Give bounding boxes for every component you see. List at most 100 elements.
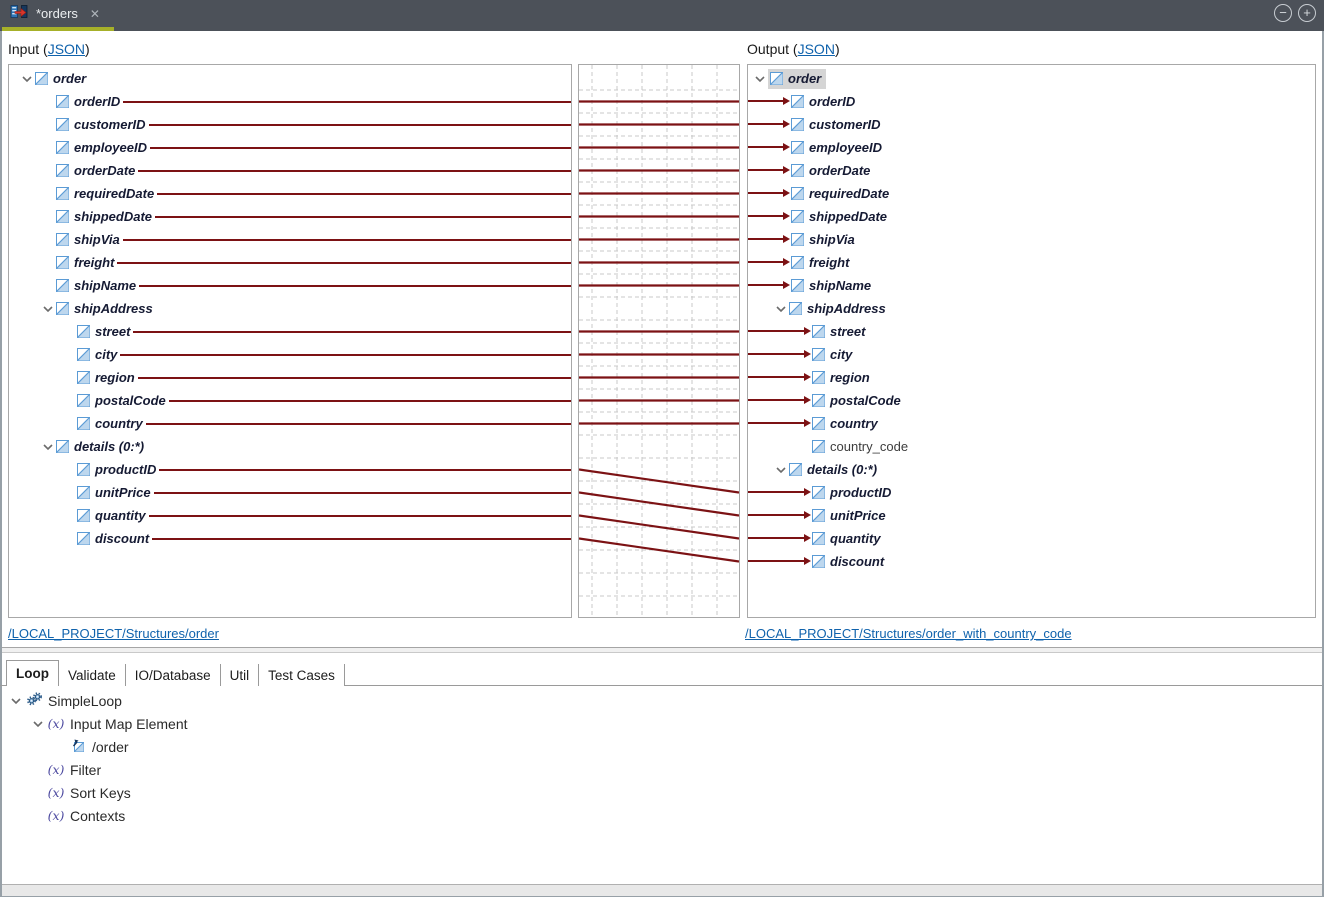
zoom-in-button[interactable]: + [1298,4,1316,22]
expand-chevron-icon[interactable] [40,297,56,320]
tab-validate[interactable]: Validate [59,664,126,686]
mapping-line[interactable] [120,353,571,356]
input-node-postalcode[interactable]: postalCode [9,389,571,412]
input-node-street[interactable]: street [9,320,571,343]
input-node-requireddate[interactable]: requiredDate [9,182,571,205]
output-node-city[interactable]: city [748,343,1315,366]
output-node-postalcode[interactable]: postalCode [748,389,1315,412]
input-node-freight[interactable]: freight [9,251,571,274]
loop-tree-node-filter[interactable]: (x)Filter [8,758,1320,781]
zoom-out-button[interactable]: − [1274,4,1292,22]
mapping-line[interactable] [152,537,571,540]
mapping-arrow[interactable] [748,159,790,182]
mapping-line[interactable] [159,468,571,471]
mapping-line[interactable] [149,146,571,149]
input-node-shipvia[interactable]: shipVia [9,228,571,251]
tab-test-cases[interactable]: Test Cases [259,664,345,686]
input-node-shippeddate[interactable]: shippedDate [9,205,571,228]
output-node-shipname[interactable]: shipName [748,274,1315,297]
input-structure-link[interactable]: /LOCAL_PROJECT/Structures/order [8,626,219,641]
output-node-shippeddate[interactable]: shippedDate [748,205,1315,228]
output-node-customerid[interactable]: customerID [748,113,1315,136]
expand-chevron-icon[interactable] [30,712,46,735]
mapping-arrow[interactable] [748,527,811,550]
output-node-orderid[interactable]: orderID [748,90,1315,113]
close-tab-icon[interactable]: ✕ [89,6,100,21]
output-node-region[interactable]: region [748,366,1315,389]
input-node-city[interactable]: city [9,343,571,366]
mapping-arrow[interactable] [748,90,790,113]
editor-tab-orders[interactable]: *orders ✕ [2,0,110,27]
output-node-quantity[interactable]: quantity [748,527,1315,550]
input-node-employeeid[interactable]: employeeID [9,136,571,159]
mapping-arrow[interactable] [748,550,811,573]
output-node-discount[interactable]: discount [748,550,1315,573]
mapping-arrow[interactable] [748,228,790,251]
output-node-shipvia[interactable]: shipVia [748,228,1315,251]
input-node-customerid[interactable]: customerID [9,113,571,136]
input-node-country[interactable]: country [9,412,571,435]
mapping-arrow[interactable] [748,320,811,343]
mapping-line[interactable] [133,330,571,333]
expand-chevron-icon[interactable] [752,67,768,90]
mapping-arrow[interactable] [748,251,790,274]
output-node-orderdate[interactable]: orderDate [748,159,1315,182]
input-node-unitprice[interactable]: unitPrice [9,481,571,504]
mapping-arrow[interactable] [748,389,811,412]
input-node-region[interactable]: region [9,366,571,389]
input-node-shipname[interactable]: shipName [9,274,571,297]
mapping-line[interactable] [578,537,740,563]
output-node-street[interactable]: street [748,320,1315,343]
tab-loop[interactable]: Loop [6,660,59,686]
mapping-line[interactable] [157,192,571,195]
mapping-line[interactable] [168,399,571,402]
expand-chevron-icon[interactable] [40,435,56,458]
expand-chevron-icon[interactable] [773,297,789,320]
input-node-orderid[interactable]: orderID [9,90,571,113]
mapping-arrow[interactable] [748,366,811,389]
input-node-order[interactable]: order [9,67,571,90]
mapping-line[interactable] [137,376,571,379]
input-node-details-0[interactable]: details (0:*) [9,435,571,458]
mapping-line[interactable] [153,491,571,494]
mapping-line[interactable] [155,215,571,218]
mapping-line[interactable] [148,123,571,126]
mapping-arrow[interactable] [748,136,790,159]
loop-tree-node-order[interactable]: /order [8,735,1320,758]
tab-io-database[interactable]: IO/Database [125,664,221,686]
input-node-quantity[interactable]: quantity [9,504,571,527]
output-json-link[interactable]: JSON [797,41,835,57]
mapping-arrow[interactable] [748,504,811,527]
input-node-discount[interactable]: discount [9,527,571,550]
output-node-shipaddress[interactable]: shipAddress [748,297,1315,320]
output-node-requireddate[interactable]: requiredDate [748,182,1315,205]
mapping-arrow[interactable] [748,481,811,504]
mapping-line[interactable] [145,422,571,425]
output-node-details-0[interactable]: details (0:*) [748,458,1315,481]
output-node-unitprice[interactable]: unitPrice [748,504,1315,527]
expand-chevron-icon[interactable] [19,67,35,90]
output-structure-link[interactable]: /LOCAL_PROJECT/Structures/order_with_cou… [745,626,1072,641]
mapping-line[interactable] [578,514,740,540]
loop-tree-node-simpleloop[interactable]: SimpleLoop [8,689,1320,712]
output-node-freight[interactable]: freight [748,251,1315,274]
expand-chevron-icon[interactable] [773,458,789,481]
mapping-arrow[interactable] [748,412,811,435]
horizontal-splitter[interactable] [2,647,1322,653]
tab-util[interactable]: Util [220,664,260,686]
mapping-arrow[interactable] [748,343,811,366]
mapping-line[interactable] [148,514,571,517]
output-node-country[interactable]: country [748,412,1315,435]
loop-tree-node-input-map-element[interactable]: (x)Input Map Element [8,712,1320,735]
mapping-arrow[interactable] [748,274,790,297]
output-node-employeeid[interactable]: employeeID [748,136,1315,159]
mapping-line[interactable] [578,468,740,494]
expand-chevron-icon[interactable] [8,689,24,712]
mapping-line[interactable] [578,491,740,517]
input-json-link[interactable]: JSON [47,41,86,57]
mapping-line[interactable] [123,100,571,103]
output-node-order[interactable]: order [748,67,1315,90]
input-node-productid[interactable]: productID [9,458,571,481]
loop-tree-node-sort-keys[interactable]: (x)Sort Keys [8,781,1320,804]
mapping-line[interactable] [117,261,571,264]
